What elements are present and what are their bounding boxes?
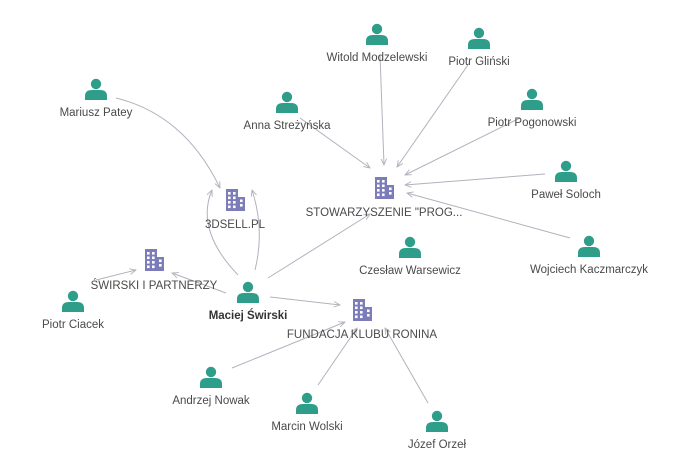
node-label: Witold Modzelewski bbox=[327, 52, 428, 64]
node-label: Wojciech Kaczmarczyk bbox=[530, 264, 648, 276]
node-wolski[interactable]: Marcin Wolski bbox=[271, 392, 343, 433]
building-icon bbox=[375, 177, 394, 199]
node-maciej[interactable]: Maciej Świrski bbox=[209, 281, 288, 322]
edge-wojciech-to-stow bbox=[407, 193, 571, 239]
edge-wolski-to-fund bbox=[317, 328, 357, 386]
building-icon bbox=[226, 189, 245, 211]
node-czeslaw[interactable]: Czesław Warsewicz bbox=[359, 236, 461, 277]
edge-maciej-to-3dsell bbox=[207, 190, 239, 276]
node-label: Piotr Pogonowski bbox=[488, 117, 577, 129]
node-label: Anna Streżyńska bbox=[244, 120, 332, 132]
node-label: Marcin Wolski bbox=[271, 421, 342, 433]
edge-anna-to-stow bbox=[299, 117, 370, 168]
edge-orzel-to-fund bbox=[385, 328, 429, 404]
node-nowak[interactable]: Andrzej Nowak bbox=[172, 366, 250, 407]
edge-soloch-to-stow bbox=[405, 173, 546, 185]
building-icon bbox=[145, 249, 164, 271]
person-icon bbox=[85, 78, 107, 100]
node-witold[interactable]: Witold Modzelewski bbox=[327, 23, 428, 64]
node-stow[interactable]: STOWARZYSZENIE "PROG... bbox=[306, 177, 463, 219]
node-label: ŚWIRSKI I PARTNERZY bbox=[91, 279, 218, 292]
person-icon bbox=[578, 235, 600, 257]
node-label: Piotr Ciacek bbox=[42, 319, 104, 331]
node-fund[interactable]: FUNDACJA KLUBU RONINA bbox=[287, 299, 437, 341]
person-icon bbox=[237, 281, 259, 303]
person-icon bbox=[276, 91, 298, 113]
person-icon bbox=[521, 88, 543, 110]
person-icon bbox=[399, 236, 421, 258]
node-anna[interactable]: Anna Streżyńska bbox=[244, 91, 332, 132]
node-label: FUNDACJA KLUBU RONINA bbox=[287, 329, 437, 341]
edge-maciej-to-stow bbox=[267, 214, 370, 279]
node-orzel[interactable]: Józef Orzeł bbox=[408, 410, 467, 451]
node-label: Paweł Soloch bbox=[531, 189, 601, 201]
node-label: Czesław Warsewicz bbox=[359, 265, 461, 277]
building-icon bbox=[353, 299, 372, 321]
edge-maciej-to-3dsell-2 bbox=[252, 190, 260, 271]
node-label: Mariusz Patey bbox=[60, 107, 133, 119]
edges-layer bbox=[95, 54, 571, 404]
node-ciacek[interactable]: Piotr Ciacek bbox=[42, 290, 104, 331]
person-icon bbox=[555, 160, 577, 182]
node-label: STOWARZYSZENIE "PROG... bbox=[306, 207, 463, 219]
person-icon bbox=[468, 27, 490, 49]
edge-ciacek-to-swirski_p bbox=[95, 270, 136, 281]
person-icon bbox=[296, 392, 318, 414]
person-icon bbox=[200, 366, 222, 388]
node-wojciech[interactable]: Wojciech Kaczmarczyk bbox=[530, 235, 648, 276]
node-label: 3DSELL.PL bbox=[205, 219, 266, 231]
node-mariusz[interactable]: Mariusz Patey bbox=[60, 78, 133, 119]
edge-witold-to-stow bbox=[379, 54, 384, 165]
edge-nowak-to-fund bbox=[231, 322, 345, 369]
node-glinski[interactable]: Piotr Gliński bbox=[448, 27, 510, 68]
person-icon bbox=[366, 23, 388, 45]
node-3dsell[interactable]: 3DSELL.PL bbox=[205, 189, 266, 231]
node-pogonowski[interactable]: Piotr Pogonowski bbox=[488, 88, 577, 129]
node-label: Maciej Świrski bbox=[209, 309, 288, 322]
edge-mariusz-to-3dsell bbox=[115, 97, 220, 188]
person-icon bbox=[62, 290, 84, 312]
person-icon bbox=[426, 410, 448, 432]
edge-maciej-to-fund bbox=[269, 296, 340, 305]
nodes-layer: Maciej Świrski 3DSELL.PL ŚWIRSKI I PARTNER… bbox=[42, 23, 648, 451]
node-soloch[interactable]: Paweł Soloch bbox=[531, 160, 601, 201]
node-label: Andrzej Nowak bbox=[172, 395, 250, 407]
node-label: Piotr Gliński bbox=[448, 56, 509, 68]
node-label: Józef Orzeł bbox=[408, 439, 467, 451]
edge-maciej-to-swirski_p bbox=[172, 273, 227, 294]
node-swirski_p[interactable]: ŚWIRSKI I PARTNERZY bbox=[91, 249, 218, 292]
edge-glinski-to-stow bbox=[397, 61, 471, 167]
edge-pogonowski-to-stow bbox=[405, 117, 521, 175]
